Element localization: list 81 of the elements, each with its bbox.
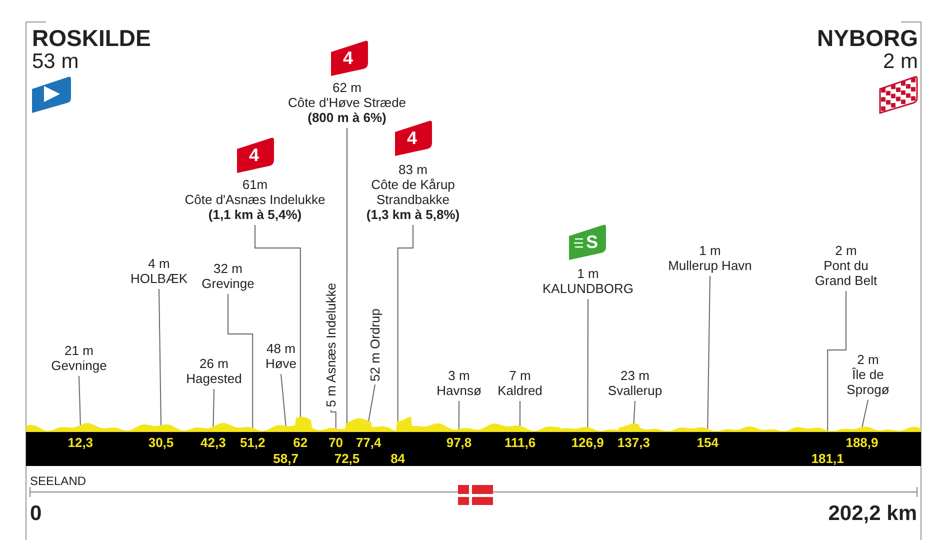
place-name: Grevinge <box>202 276 254 291</box>
climb-category-badge: 4 <box>235 137 275 173</box>
leader-line <box>458 400 460 430</box>
elevation-label: 48 m <box>266 341 296 356</box>
km-marker: 188,9 <box>846 436 878 450</box>
km-marker: 126,9 <box>571 436 604 450</box>
place-name: Høve <box>265 356 297 371</box>
leader-line <box>280 374 286 426</box>
leader-line <box>587 298 588 428</box>
km-marker: 154 <box>696 436 718 450</box>
leader-line <box>78 376 81 426</box>
climb-details: (1,1 km à 5,4%) <box>207 207 303 222</box>
km-marker: 72,5 <box>334 452 360 466</box>
place-name: Kaldred <box>498 383 542 398</box>
leader-line <box>254 224 301 418</box>
leader-line <box>212 388 214 428</box>
place-name: Côte d'Høve Stræde <box>288 95 406 110</box>
elevation-label: 62 m <box>332 80 362 95</box>
leader-line <box>827 290 846 432</box>
waypoint-label: 52 m Ordrup <box>368 308 382 382</box>
place-name: Côte de Kårup Strandbakke <box>370 177 456 207</box>
climb-details: (1,3 km à 5,8%) <box>365 207 461 222</box>
elevation-label: 2 m <box>882 50 918 73</box>
leader-line <box>330 410 336 429</box>
leader-line <box>707 276 710 430</box>
sprint-badge: S <box>567 224 607 260</box>
elevation-label: 1 m <box>576 266 600 281</box>
place-name: Île de Sprogø <box>846 367 890 397</box>
distance-start: 0 <box>30 502 42 526</box>
elevation-label: 7 m <box>508 368 532 383</box>
km-marker: 42,3 <box>200 436 226 450</box>
elevation-label: 23 m <box>620 368 650 383</box>
elevation-profile <box>26 416 921 432</box>
leader-line <box>633 400 636 424</box>
elevation-label: 2 m <box>834 243 858 258</box>
km-marker: 70 <box>328 436 344 450</box>
leader-line <box>228 294 254 428</box>
elevation-label: 61m <box>241 177 269 192</box>
place-name: Svallerup <box>608 383 662 398</box>
climb-category-badge: 4 <box>329 40 369 76</box>
elevation-label: 26 m <box>198 356 230 371</box>
km-marker: 30,5 <box>148 436 174 450</box>
place-name: Mullerup Havn <box>668 258 752 273</box>
km-marker: 181,1 <box>811 452 844 466</box>
town-name: NYBORG <box>817 27 918 50</box>
km-marker: 12,3 <box>68 436 94 450</box>
km-marker: 84 <box>390 452 406 466</box>
leader-line <box>519 400 520 426</box>
region-name: SEELAND <box>30 474 86 488</box>
leader-line <box>862 400 868 428</box>
elevation-label: 2 m <box>856 352 880 367</box>
km-marker: 58,7 <box>273 452 298 466</box>
climb-category-badge: 4 <box>393 120 433 156</box>
km-marker: 137,3 <box>617 436 650 450</box>
place-name: Havnsø <box>436 383 482 398</box>
elevation-label: 4 m <box>147 256 171 271</box>
elevation-label: 83 m <box>398 162 428 177</box>
climb-details: (800 m à 6%) <box>306 110 388 125</box>
km-marker: 97,8 <box>446 436 472 450</box>
km-marker: 111,6 <box>504 436 536 450</box>
elevation-label: 3 m <box>447 368 471 383</box>
place-name: Hagested <box>186 371 242 386</box>
leader-line <box>397 224 414 422</box>
place-name: KALUNDBORG <box>542 281 634 296</box>
elevation-label: 21 m <box>64 343 94 358</box>
place-name: Côte d'Asnæs Indelukke <box>184 192 326 207</box>
elevation-label: 1 m <box>698 243 722 258</box>
total-distance: 202,2 km <box>828 502 917 526</box>
leader-line <box>346 128 348 424</box>
elevation-label: 32 m <box>212 261 244 276</box>
km-marker: 62 <box>293 436 308 450</box>
leader-line <box>158 288 162 426</box>
place-name: Pont du Grand Belt <box>814 258 878 288</box>
place-name: Gevninge <box>51 358 107 373</box>
place-name: HOLBÆK <box>130 271 188 286</box>
leader-line <box>368 384 376 422</box>
town-name: ROSKILDE <box>32 27 151 50</box>
waypoint-label: 5 m Asnæs Indelukke <box>324 282 338 408</box>
km-marker: 77,4 <box>356 436 382 450</box>
elevation-label: 53 m <box>32 50 80 73</box>
km-marker: 51,2 <box>240 436 266 450</box>
